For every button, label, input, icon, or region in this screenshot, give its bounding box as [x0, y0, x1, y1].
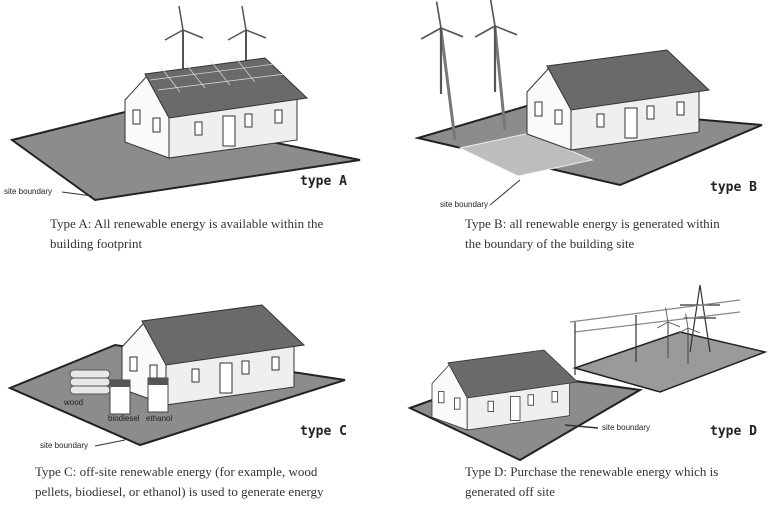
caption-a-line2: building footprint [50, 236, 143, 251]
offsite-ground-d [572, 331, 768, 393]
wood-label: wood [64, 398, 84, 407]
caption-b-line2: the boundary of the building site [465, 236, 635, 251]
ethanol-barrel [147, 377, 169, 413]
panel-b-drawing [414, 0, 763, 206]
caption-d-line1: Type D: Purchase the renewable energy wh… [465, 464, 719, 479]
type-d-label: type D [710, 424, 757, 439]
wood-logs [69, 369, 111, 395]
type-c-label: type C [300, 424, 347, 439]
caption-c-line1: Type C: off-site renewable energy (for e… [35, 464, 318, 479]
caption-b-line1: Type B: all renewable energy is generate… [465, 216, 720, 231]
site-boundary-label-d: site boundary [602, 423, 651, 432]
biodiesel-label: biodiesel [108, 414, 140, 423]
site-boundary-label-c: site boundary [40, 441, 89, 450]
ground-solar-array [458, 132, 594, 177]
site-boundary-label-a: site boundary [4, 187, 53, 196]
panel-a-drawing [9, 5, 361, 202]
panel-c-drawing [7, 304, 346, 447]
caption-c-line2: pellets, biodiesel, or ethanol) is used … [35, 484, 324, 499]
transmission-tower [569, 284, 741, 375]
site-boundary-label-b: site boundary [440, 200, 489, 209]
caption-a-line1: Type A: All renewable energy is availabl… [50, 216, 324, 231]
site-boundary-pointer-a [61, 191, 93, 197]
type-a-label: type A [300, 174, 347, 189]
roof-solar-panels [149, 56, 286, 93]
biodiesel-barrel [109, 379, 131, 415]
ethanol-label: ethanol [146, 414, 173, 423]
type-b-label: type B [710, 180, 757, 195]
panel-d-drawing [407, 284, 768, 462]
caption-d-line2: generated off site [465, 484, 555, 499]
